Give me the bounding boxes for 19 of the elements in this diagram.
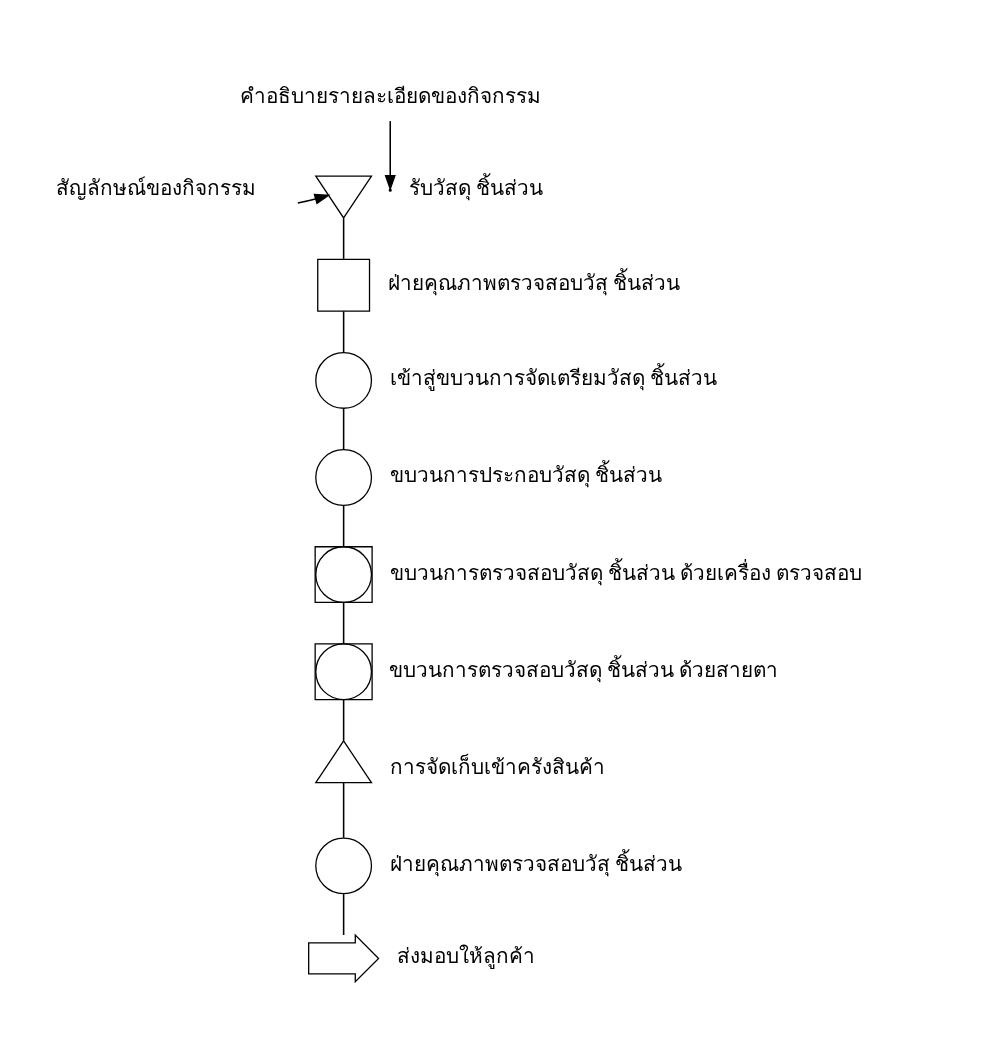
- connector: [342, 310, 344, 353]
- arrow: [296, 193, 330, 205]
- node-circle: [314, 351, 372, 409]
- connector: [342, 504, 344, 548]
- node-circle: [314, 448, 372, 506]
- node-arrow: [307, 933, 379, 983]
- connector: [342, 892, 344, 936]
- connector: [342, 601, 344, 645]
- node-text: คำอธิบายรายละเอียดของกิจกรรม: [239, 83, 541, 106]
- connector: [342, 216, 344, 260]
- node-box: [316, 258, 370, 312]
- connector: [342, 781, 344, 838]
- connector: [342, 407, 344, 450]
- node-label: ส่งมอบให้ลูกค้า: [396, 944, 535, 967]
- node-triangle: [314, 739, 373, 783]
- node-text: สัญลักษณ์ของกิจกรรม: [55, 176, 256, 199]
- node-label: การจัดเก็บเข้าครังสินค้า: [389, 755, 605, 778]
- node-circle: [314, 836, 372, 894]
- connector: [342, 698, 344, 741]
